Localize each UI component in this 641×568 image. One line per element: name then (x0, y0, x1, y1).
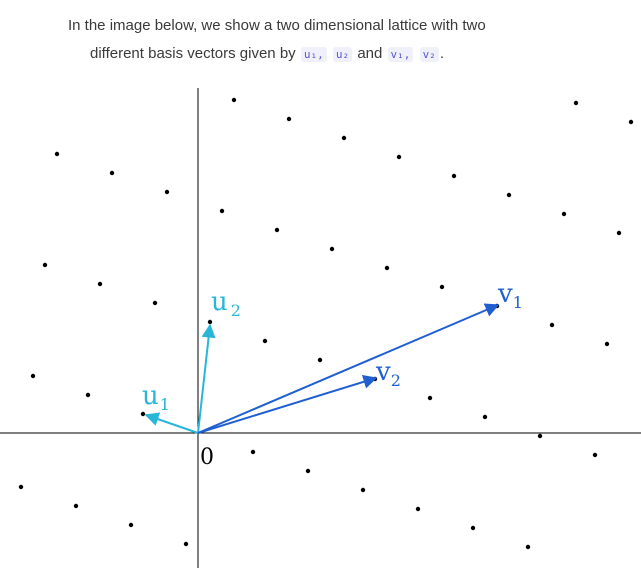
vector-u1-label: u1 (142, 381, 170, 414)
lattice-point (152, 300, 158, 306)
math-u1: u₁, (300, 47, 327, 62)
caption-line-2: different basis vectors given by u₁, u₂ … (90, 44, 444, 65)
lattice-point (537, 433, 543, 439)
vector-v1-label: v1 (497, 279, 523, 312)
lattice-point (415, 506, 421, 512)
lattice-point (109, 170, 115, 176)
lattice-point (274, 227, 280, 233)
v1-label-base: v (497, 279, 513, 309)
caption-line-1: In the image below, we show a two dimens… (68, 17, 486, 34)
vector-v2-label: v2 (375, 357, 401, 390)
lattice-point (427, 395, 433, 401)
caption-prefix: different basis vectors given by (90, 45, 296, 62)
lattice-point (561, 211, 567, 217)
u1-label-sub: 1 (160, 395, 170, 414)
lattice-point (219, 208, 225, 214)
lattice-point (439, 284, 445, 290)
lattice-point (183, 541, 189, 547)
u1-label-base: u (142, 381, 159, 411)
lattice-point (470, 525, 476, 531)
lattice-point (360, 487, 366, 493)
vector-u2-arrow (197, 323, 216, 434)
lattice-points (18, 97, 634, 550)
math-v1: v₁, (387, 47, 414, 62)
lattice-point (305, 468, 311, 474)
lattice-point (128, 522, 134, 528)
lattice-point (341, 135, 347, 141)
lattice-point (140, 411, 146, 417)
u2-label-base: u (211, 287, 228, 317)
vector-v2-arrow (197, 375, 378, 434)
v1-label-sub: 1 (513, 293, 523, 312)
lattice-point (164, 189, 170, 195)
lattice-point (451, 173, 457, 179)
lattice-point (54, 151, 60, 157)
lattice-point (42, 262, 48, 268)
lattice-point (207, 319, 213, 325)
vector-v1-arrow (197, 303, 500, 434)
lattice-point (506, 192, 512, 198)
caption-period: . (439, 45, 444, 62)
lattice-point (73, 503, 79, 509)
lattice-point (262, 338, 268, 344)
lattice-point (525, 544, 531, 550)
lattice-point (18, 484, 24, 490)
v2-label-base: v (375, 357, 391, 387)
lattice-point (592, 452, 598, 458)
lattice-point (317, 357, 323, 363)
lattice-point (97, 281, 103, 287)
vector-u1-arrow (144, 412, 199, 434)
lattice-point (396, 154, 402, 160)
lattice-point (231, 97, 237, 103)
u2-label-sub: 2 (231, 301, 241, 320)
lattice-point (250, 449, 256, 455)
lattice-point (286, 116, 292, 122)
lattice-point (329, 246, 335, 252)
lattice-point (573, 100, 579, 106)
lattice-point (384, 265, 390, 271)
lattice-point (482, 414, 488, 420)
lattice-point (30, 373, 36, 379)
math-v2: v₂ (419, 47, 439, 62)
lattice-point (604, 341, 610, 347)
math-u2: u₂ (332, 47, 353, 62)
lattice-point (616, 230, 622, 236)
lattice-point (85, 392, 91, 398)
lattice-point (628, 119, 634, 125)
lattice-point (549, 322, 555, 328)
origin-label: 0 (200, 445, 214, 470)
caption-and: and (357, 45, 383, 62)
v2-label-sub: 2 (391, 371, 401, 390)
